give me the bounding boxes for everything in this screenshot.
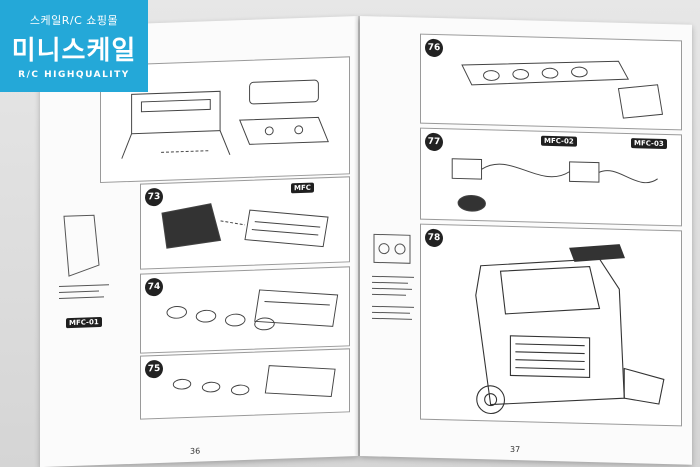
assembly-step: 72 xyxy=(100,56,350,184)
bumper-diagram xyxy=(121,79,329,159)
grille-diagram xyxy=(161,203,329,249)
brand-subtitle: R/C HIGHQUALITY xyxy=(18,70,130,80)
parts-badge: MFC-01 xyxy=(66,316,102,329)
lamp-diagram xyxy=(166,289,339,331)
wiring-diagram xyxy=(451,158,658,212)
page-number: 37 xyxy=(510,444,521,455)
truck-cab-diagram xyxy=(475,244,665,415)
brand-tagline: 스케일R/C 쇼핑몰 xyxy=(29,14,119,27)
page-number: 36 xyxy=(190,446,201,456)
left-page: 72 73 xyxy=(40,16,358,467)
assembly-step: 78 xyxy=(420,223,682,427)
assembly-step: 74 xyxy=(140,266,350,354)
instruction-booklet: 72 73 xyxy=(40,16,692,467)
parts-badge: MFC xyxy=(291,182,314,194)
parts-badge: MFC-02 xyxy=(541,135,577,147)
brand-name: 미니스케일 xyxy=(11,36,137,66)
brand-banner: 스케일R/C 쇼핑몰 미니스케일 R/C HIGHQUALITY xyxy=(0,0,148,92)
light-bar-diagram xyxy=(172,365,336,397)
parts-badge: MFC-03 xyxy=(631,138,667,150)
side-notes xyxy=(54,205,114,307)
side-notes xyxy=(368,226,418,377)
roof-bar-diagram xyxy=(461,60,664,119)
assembly-step: 76 xyxy=(420,33,682,131)
assembly-step: 75 xyxy=(140,348,350,420)
assembly-step: 77 MFC-02 MFC-03 xyxy=(420,127,682,227)
bracket-diagram xyxy=(59,214,109,299)
decal-diagram xyxy=(372,233,414,320)
right-page: 76 77 xyxy=(360,16,692,465)
assembly-step: 73 MFC xyxy=(140,176,350,270)
